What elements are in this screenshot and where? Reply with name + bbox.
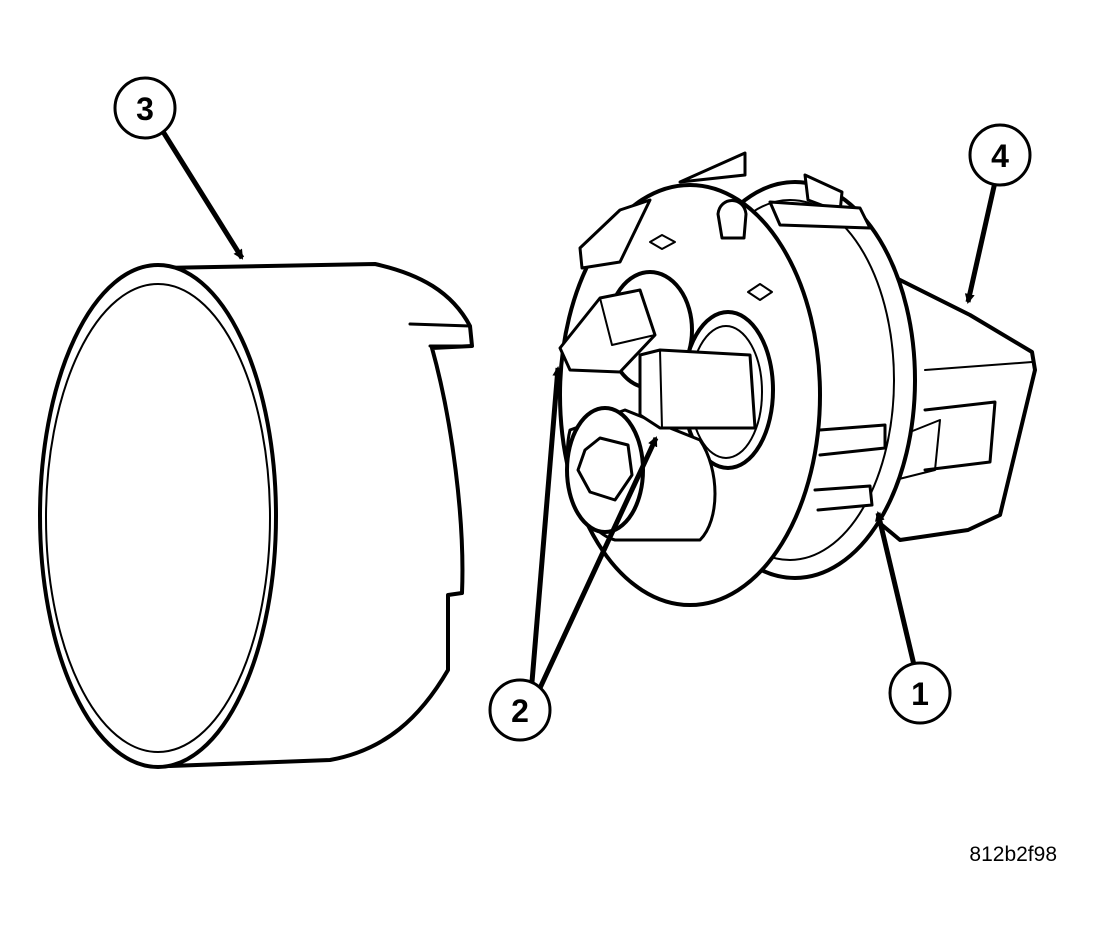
callout-3: 3 xyxy=(113,76,177,140)
callout-4-label: 4 xyxy=(991,138,1009,174)
part-1-switch-ring xyxy=(558,151,917,607)
callout-2-label: 2 xyxy=(511,693,529,729)
callout-4: 4 xyxy=(968,123,1032,187)
leader-line-1 xyxy=(874,511,917,666)
leader-lines xyxy=(159,128,998,690)
leader-line-2a xyxy=(529,366,563,683)
figure-code: 812b2f98 xyxy=(969,843,1057,866)
leader-line-4 xyxy=(964,181,998,304)
callout-2: 2 xyxy=(488,678,552,742)
callout-1: 1 xyxy=(888,661,952,725)
callout-3-label: 3 xyxy=(136,91,154,127)
part-3-cover xyxy=(38,262,474,769)
callout-1-label: 1 xyxy=(911,676,929,712)
leader-line-3 xyxy=(159,128,245,260)
leader-line-2b xyxy=(537,436,659,690)
